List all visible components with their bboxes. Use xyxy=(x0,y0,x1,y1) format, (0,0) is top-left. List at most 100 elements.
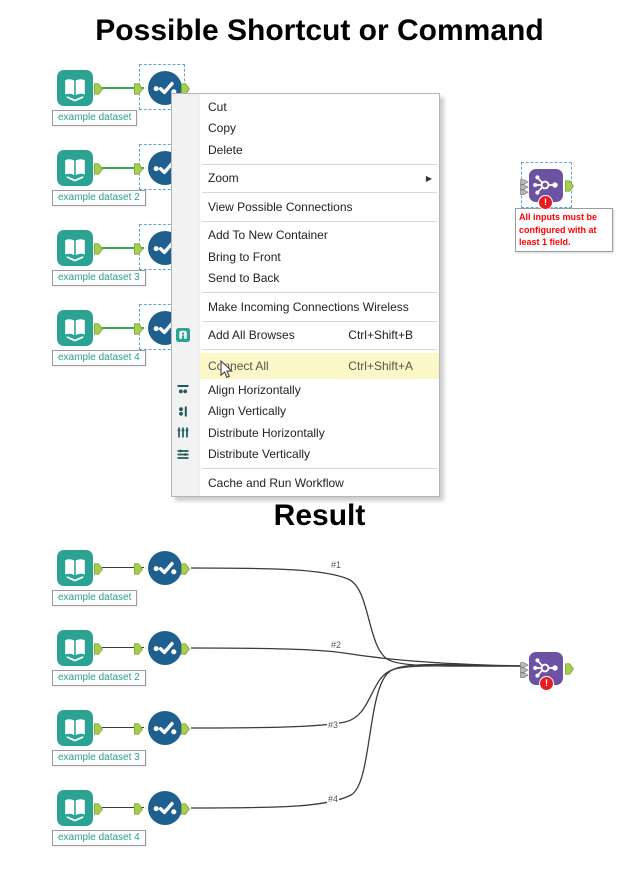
output-anchor-icon[interactable] xyxy=(565,179,574,192)
menu-item-label: Delete xyxy=(208,142,243,157)
select-tool[interactable] xyxy=(148,791,182,825)
menu-item-distribute-horizontally[interactable]: Distribute Horizontally xyxy=(177,422,439,444)
select-tool[interactable] xyxy=(148,711,182,745)
menu-item-cache-and-run-workflow[interactable]: Cache and Run Workflow xyxy=(200,472,439,494)
output-anchor-icon[interactable] xyxy=(94,642,103,655)
browse-icon xyxy=(175,327,191,343)
output-anchor-icon[interactable] xyxy=(181,722,190,735)
menu-item-label: Cut xyxy=(208,99,227,114)
menu-item-copy[interactable]: Copy xyxy=(200,118,439,140)
input-data-tool[interactable] xyxy=(57,790,93,826)
connection-line xyxy=(102,327,144,329)
output-anchor-icon[interactable] xyxy=(94,82,103,95)
union-tool[interactable] xyxy=(529,652,563,685)
connection-line xyxy=(102,807,144,808)
workflow-row: example dataset 4 xyxy=(0,790,639,846)
page-title: Possible Shortcut or Command xyxy=(95,14,544,47)
menu-item-align-vertically[interactable]: Align Vertically xyxy=(179,401,439,423)
workflow-row: example dataset xyxy=(0,64,639,126)
input-data-tool[interactable] xyxy=(57,150,93,186)
output-anchor-icon[interactable] xyxy=(565,662,574,675)
menu-item-make-incoming-connections-wireless[interactable]: Make Incoming Connections Wireless xyxy=(200,296,439,318)
connection-line xyxy=(102,87,144,89)
output-anchor-icon[interactable] xyxy=(181,562,190,575)
menu-item-distribute-vertically[interactable]: Distribute Vertically xyxy=(177,444,439,466)
menu-item-delete[interactable]: Delete xyxy=(200,139,439,161)
menu-item-label: Connect All xyxy=(208,359,269,373)
menu-item-label: Bring to Front xyxy=(208,249,281,264)
input-anchor-icon[interactable] xyxy=(134,562,143,575)
dataset-label: example dataset 3 xyxy=(52,270,146,286)
multi-input-anchor-icon[interactable] xyxy=(520,662,529,678)
input-anchor-icon[interactable] xyxy=(134,82,143,95)
input-data-tool[interactable] xyxy=(57,70,93,106)
output-anchor-icon[interactable] xyxy=(181,802,190,815)
menu-item-add-to-new-container[interactable]: Add To New Container xyxy=(200,225,439,247)
menu-item-label: Send to Back xyxy=(208,271,280,286)
dataset-label: example dataset xyxy=(52,590,138,606)
menu-item-view-possible-connections[interactable]: View Possible Connections xyxy=(200,196,439,218)
union-tool-group-result: ! xyxy=(519,650,629,710)
input-anchor-icon[interactable] xyxy=(134,722,143,735)
menu-item-shortcut: Ctrl+Shift+A xyxy=(348,359,413,373)
menu-item-align-horizontally[interactable]: Align Horizontally xyxy=(177,379,439,401)
error-badge: ! xyxy=(538,195,553,210)
menu-item-shortcut: Ctrl+Shift+B xyxy=(348,328,413,343)
menu-item-label: Add To New Container xyxy=(208,228,328,243)
input-anchor-icon[interactable] xyxy=(134,242,143,255)
select-tool[interactable] xyxy=(148,551,182,585)
menu-separator xyxy=(202,468,437,469)
input-anchor-icon[interactable] xyxy=(134,802,143,815)
select-tool[interactable] xyxy=(148,631,182,665)
menu-item-zoom[interactable]: Zoom▶ xyxy=(200,168,439,190)
output-anchor-icon[interactable] xyxy=(94,802,103,815)
menu-item-add-all-browses[interactable]: Add All Browses Ctrl+Shift+B xyxy=(176,325,439,347)
connection-number-label: #2 xyxy=(330,640,343,650)
workflow-row: example dataset 3 xyxy=(0,224,639,286)
dataset-label: example dataset 4 xyxy=(52,350,146,366)
menu-item-send-to-back[interactable]: Send to Back xyxy=(200,268,439,290)
connection-line xyxy=(102,167,144,169)
menu-item-label: Make Incoming Connections Wireless xyxy=(208,299,409,314)
connection-line xyxy=(102,727,144,728)
menu-item-label: Add All Browses xyxy=(208,328,295,343)
error-badge: ! xyxy=(539,676,554,691)
menu-item-label: Align Vertically xyxy=(208,404,287,419)
menu-separator xyxy=(202,292,437,293)
multi-input-anchor-icon[interactable] xyxy=(520,179,529,195)
output-anchor-icon[interactable] xyxy=(94,722,103,735)
output-anchor-icon[interactable] xyxy=(181,82,190,95)
menu-item-label: Distribute Vertically xyxy=(208,447,311,462)
menu-item-bring-to-front[interactable]: Bring to Front xyxy=(200,246,439,268)
output-anchor-icon[interactable] xyxy=(181,642,190,655)
union-tool[interactable] xyxy=(529,169,563,202)
input-anchor-icon[interactable] xyxy=(134,642,143,655)
input-data-tool[interactable] xyxy=(57,630,93,666)
menu-item-cut[interactable]: Cut xyxy=(200,96,439,118)
connection-line xyxy=(102,247,144,249)
output-anchor-icon[interactable] xyxy=(94,322,103,335)
menu-item-label: Distribute Horizontally xyxy=(208,425,325,440)
input-data-tool[interactable] xyxy=(57,550,93,586)
dataset-label: example dataset 2 xyxy=(52,670,146,686)
result-title: Result xyxy=(273,499,366,532)
align-horizontal-icon xyxy=(175,382,191,398)
connection-line xyxy=(102,647,144,648)
input-data-tool[interactable] xyxy=(57,310,93,346)
output-anchor-icon[interactable] xyxy=(94,242,103,255)
menu-item-label: View Possible Connections xyxy=(208,199,353,214)
output-anchor-icon[interactable] xyxy=(94,562,103,575)
submenu-arrow-icon: ▶ xyxy=(425,173,432,183)
dataset-label: example dataset 3 xyxy=(52,750,146,766)
output-anchor-icon[interactable] xyxy=(94,162,103,175)
menu-item-connect-all[interactable]: Connect All Ctrl+Shift+A xyxy=(200,353,439,379)
input-data-tool[interactable] xyxy=(57,710,93,746)
connection-number-label: #3 xyxy=(327,720,340,730)
input-anchor-icon[interactable] xyxy=(134,322,143,335)
workflow-row: example dataset 2 xyxy=(0,630,639,686)
input-data-tool[interactable] xyxy=(57,230,93,266)
input-anchor-icon[interactable] xyxy=(134,162,143,175)
menu-item-label: Copy xyxy=(208,121,237,136)
connection-line xyxy=(102,567,144,568)
